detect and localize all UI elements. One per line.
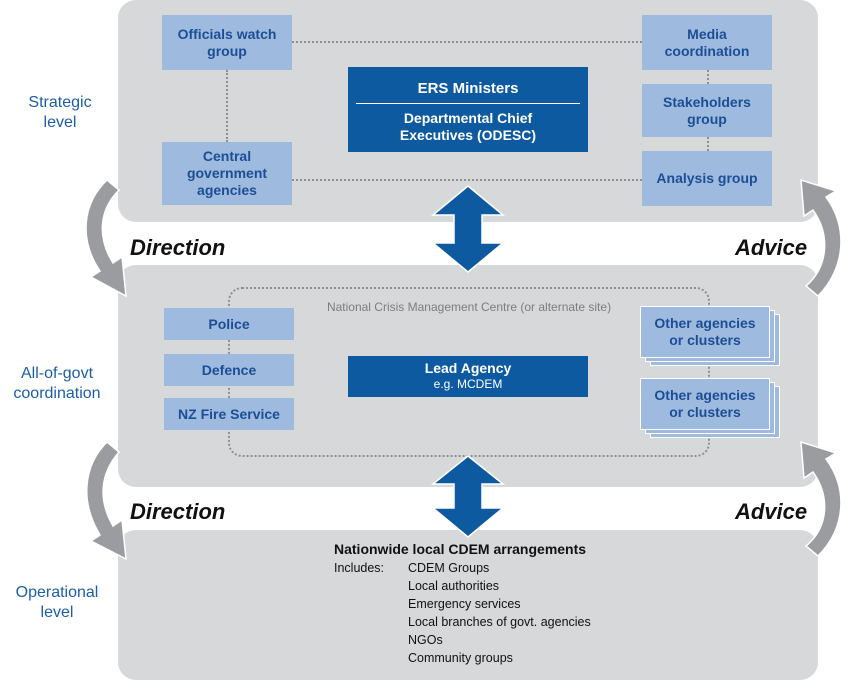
coordination-operational-double-arrow — [430, 455, 506, 538]
officials-watch-group-box: Officials watch group — [162, 15, 292, 70]
connector-media-stakeholders — [707, 70, 709, 84]
odesc-label: Departmental Chief Executives (ODESC) — [399, 110, 537, 143]
all-of-govt-text: All-of-govt coordination — [13, 365, 101, 402]
ers-odesc-box: ERS Ministers Departmental Chief Executi… — [348, 67, 588, 152]
operational-item-6: Community groups — [408, 651, 513, 665]
defence-box: Defence — [164, 354, 294, 386]
operational-item-3: Emergency services — [408, 597, 521, 611]
stakeholders-group-box: Stakeholders group — [642, 84, 772, 137]
operational-title: Nationwide local CDEM arrangements — [334, 541, 587, 557]
lead-agency-example: e.g. MCDEM — [433, 377, 503, 391]
police-box: Police — [164, 308, 294, 340]
operational-panel — [118, 530, 818, 680]
advice-top-label: Advice — [735, 235, 808, 260]
operational-level-label: Operational level — [0, 583, 114, 623]
operational-item-4: Local branches of govt. agencies — [408, 615, 591, 629]
lead-agency-box: Lead Agency e.g. MCDEM — [348, 356, 588, 397]
ers-ministers-label: ERS Ministers — [417, 80, 519, 97]
analysis-group-box: Analysis group — [642, 151, 772, 206]
ncmc-label: National Crisis Management Centre (or al… — [298, 300, 640, 314]
ers-divider — [356, 103, 580, 104]
direction-top-label: Direction — [130, 235, 226, 260]
connector-stakeholders-analysis — [707, 137, 709, 151]
advice-top-curved-arrow — [800, 178, 842, 298]
connector-central-analysis — [292, 179, 642, 181]
nz-fire-service-box: NZ Fire Service — [164, 398, 294, 430]
direction-bottom-label: Direction — [130, 499, 226, 524]
operational-item-1: CDEM Groups — [408, 561, 490, 575]
lead-agency-label: Lead Agency — [424, 360, 512, 376]
advice-bottom-label: Advice — [735, 499, 808, 524]
connector-officials-media — [292, 41, 642, 43]
other-agencies-2-box: Other agencies or clusters — [640, 378, 770, 430]
central-government-agencies-box: Central government agencies — [162, 142, 292, 205]
strategic-coordination-double-arrow — [430, 185, 506, 273]
operational-item-2: Local authorities — [408, 579, 500, 593]
media-coordination-box: Media coordination — [642, 15, 772, 70]
operational-item-5: NGOs — [408, 633, 443, 647]
all-of-govt-label: All-of-govt coordination — [0, 364, 114, 404]
strategic-level-label: Strategic level — [8, 93, 112, 133]
strategic-level-text: Strategic level — [28, 94, 92, 131]
direction-top-curved-arrow — [85, 178, 127, 298]
other-agencies-1-box: Other agencies or clusters — [640, 306, 770, 358]
includes-label: Includes: — [334, 561, 385, 575]
operational-level-text: Operational level — [15, 584, 99, 621]
direction-bottom-curved-arrow — [86, 440, 127, 561]
advice-bottom-curved-arrow — [800, 440, 842, 558]
connector-officials-central — [226, 70, 228, 142]
